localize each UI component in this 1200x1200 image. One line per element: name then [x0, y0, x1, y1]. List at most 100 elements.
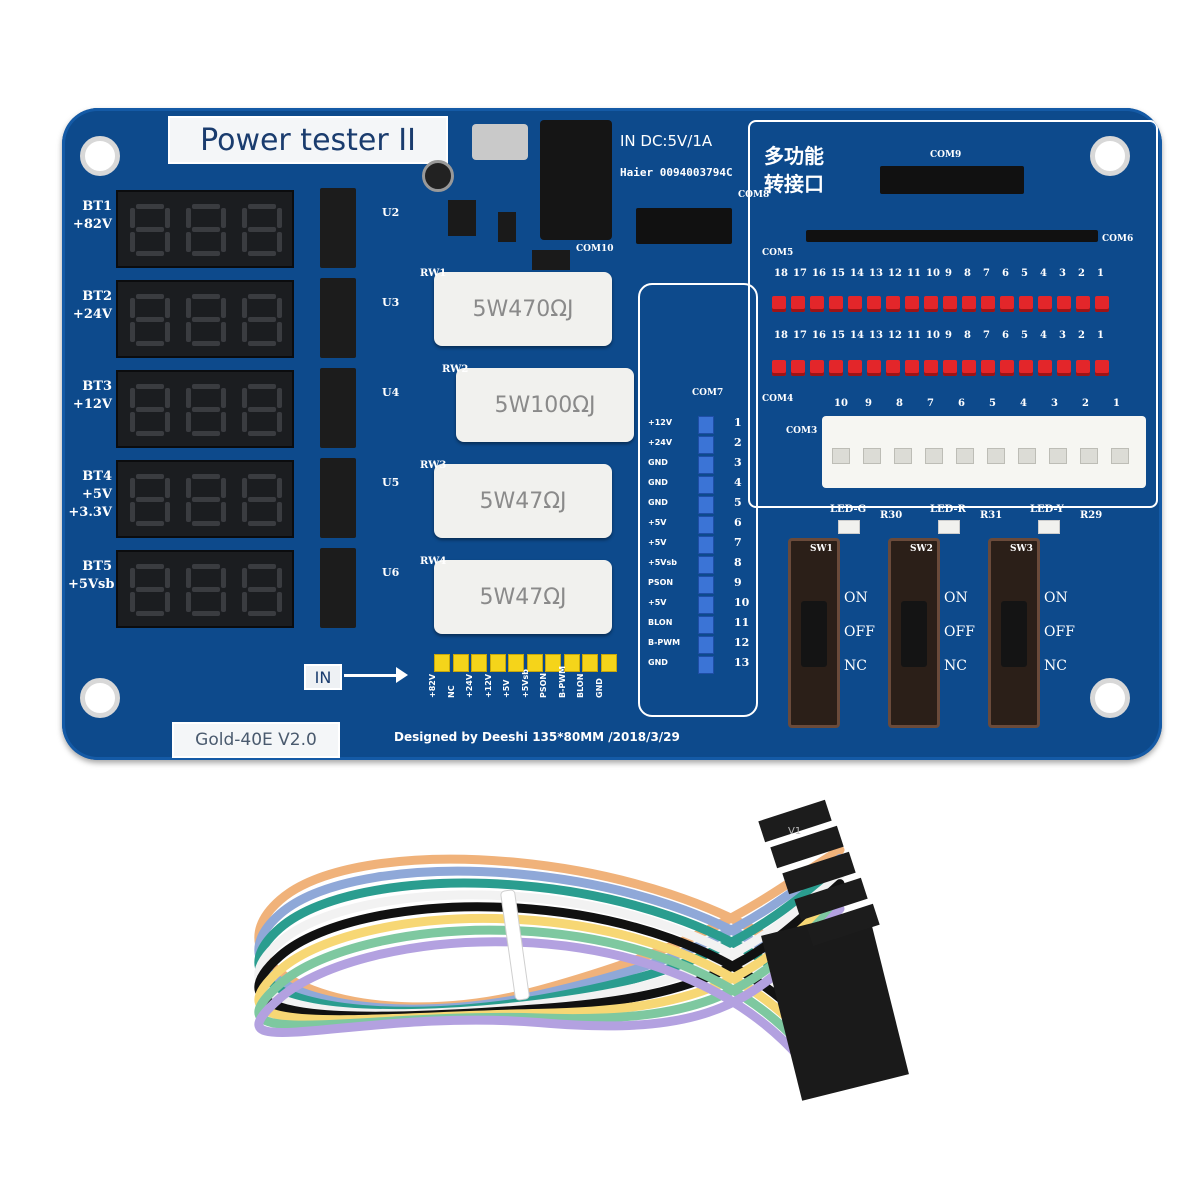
com7-pin[interactable]	[698, 436, 714, 454]
power-resistor: 5W470ΩJ	[434, 272, 612, 346]
in-arrow	[344, 674, 400, 677]
red-led	[962, 296, 976, 312]
pin-number: 17	[793, 268, 807, 279]
pin-number: 17	[793, 330, 807, 341]
segment	[221, 232, 226, 252]
jumper-cable: V1	[254, 799, 909, 1101]
com7-pin[interactable]	[698, 616, 714, 634]
pin-number: 12	[888, 330, 902, 341]
switch-knob[interactable]	[801, 601, 827, 667]
yellow-pin[interactable]	[563, 654, 580, 672]
segment	[221, 592, 226, 612]
mounting-hole	[80, 678, 120, 718]
yellow-pin[interactable]	[434, 654, 450, 672]
slide-switch[interactable]	[888, 538, 940, 728]
com7-pin[interactable]	[698, 476, 714, 494]
output-pin-label: GND	[594, 678, 604, 698]
yellow-pin[interactable]	[452, 654, 469, 672]
pin-number: 14	[850, 268, 864, 279]
pcb-board: Power tester II IN DC:5V/1A Haier 009400…	[62, 108, 1162, 760]
com7-pin[interactable]	[698, 496, 714, 514]
segment	[186, 592, 191, 612]
segment	[136, 251, 164, 256]
com3-pin-number: 8	[896, 398, 903, 409]
com3-pin-slot	[1111, 448, 1129, 464]
pin-number: 6	[1002, 330, 1009, 341]
red-led	[943, 296, 957, 312]
dupont-connector-block[interactable]	[761, 909, 909, 1101]
slide-switch[interactable]	[988, 538, 1040, 728]
switch-knob[interactable]	[1001, 601, 1027, 667]
pin-number: 18	[774, 268, 788, 279]
com7-pin[interactable]	[698, 416, 714, 434]
com7-pin[interactable]	[698, 536, 714, 554]
yellow-pin[interactable]	[545, 654, 561, 672]
seven-segment-display	[116, 370, 294, 448]
yellow-pin[interactable]	[600, 654, 617, 672]
com7-pin[interactable]	[698, 656, 714, 674]
display-voltage: +12V	[72, 397, 112, 412]
segment	[221, 478, 226, 498]
pin-number: 11	[907, 268, 921, 279]
driver-ic	[314, 548, 362, 628]
slide-switch[interactable]	[788, 538, 840, 728]
display-id: BT3	[82, 379, 112, 394]
com7-pin-number: 7	[734, 536, 742, 549]
segment	[165, 298, 170, 318]
dupont-head[interactable]	[782, 851, 856, 895]
segment	[221, 502, 226, 522]
com6-header[interactable]	[806, 230, 1098, 242]
segment	[248, 521, 276, 526]
usb-port[interactable]	[472, 124, 528, 160]
com9-header[interactable]	[880, 166, 1024, 194]
haier-code: Haier 0094003794C	[620, 166, 733, 179]
com3-pin-slot	[1080, 448, 1098, 464]
segment	[136, 611, 164, 616]
com7-pin[interactable]	[698, 456, 714, 474]
pin-number: 14	[850, 330, 864, 341]
com7-pin[interactable]	[698, 516, 714, 534]
com7-pin-number: 8	[734, 556, 742, 569]
output-pin-label: +5V	[502, 679, 511, 698]
display-label-bt1: BT1+82V	[68, 198, 112, 234]
segment	[136, 407, 164, 412]
dc-jack[interactable]	[540, 120, 612, 240]
com8-header[interactable]	[636, 208, 732, 244]
com3-pin-number: 4	[1020, 398, 1027, 409]
yellow-pin[interactable]	[508, 654, 524, 672]
yellow-pin[interactable]	[582, 654, 598, 672]
com7-pin[interactable]	[698, 556, 714, 574]
yellow-pin[interactable]	[489, 654, 506, 672]
segment	[277, 592, 282, 612]
com7-pin-number: 12	[734, 636, 750, 649]
dupont-head[interactable]	[794, 877, 868, 921]
segment	[248, 384, 276, 389]
segment	[186, 208, 191, 228]
yellow-pin[interactable]	[526, 654, 543, 672]
chip-ref: U3	[382, 296, 400, 309]
multi-port-label: 多功能 转接口	[764, 144, 824, 196]
chip-ref: U2	[382, 206, 400, 219]
pin-number: 5	[1021, 330, 1028, 341]
com7-signal: +5V	[648, 598, 667, 607]
segment	[192, 431, 220, 436]
pin-number: 13	[869, 330, 883, 341]
pin-number: 11	[907, 330, 921, 341]
com3-pin-number: 6	[958, 398, 965, 409]
com7-pin-number: 10	[734, 596, 750, 609]
com7-pin[interactable]	[698, 596, 714, 614]
yellow-pin[interactable]	[471, 654, 487, 672]
in-arrow-head	[396, 667, 408, 683]
status-led	[1038, 520, 1060, 534]
segment	[242, 412, 247, 432]
switch-knob[interactable]	[901, 601, 927, 667]
dupont-head[interactable]	[758, 799, 832, 843]
com3-pin-slot	[863, 448, 881, 464]
dupont-head[interactable]	[806, 903, 880, 947]
com7-signal: +5Vsb	[648, 558, 677, 567]
com7-pin[interactable]	[698, 636, 714, 654]
segment	[248, 564, 276, 569]
com7-pin[interactable]	[698, 576, 714, 594]
dupont-head[interactable]	[770, 825, 844, 869]
com8-label: COM8	[738, 190, 770, 200]
